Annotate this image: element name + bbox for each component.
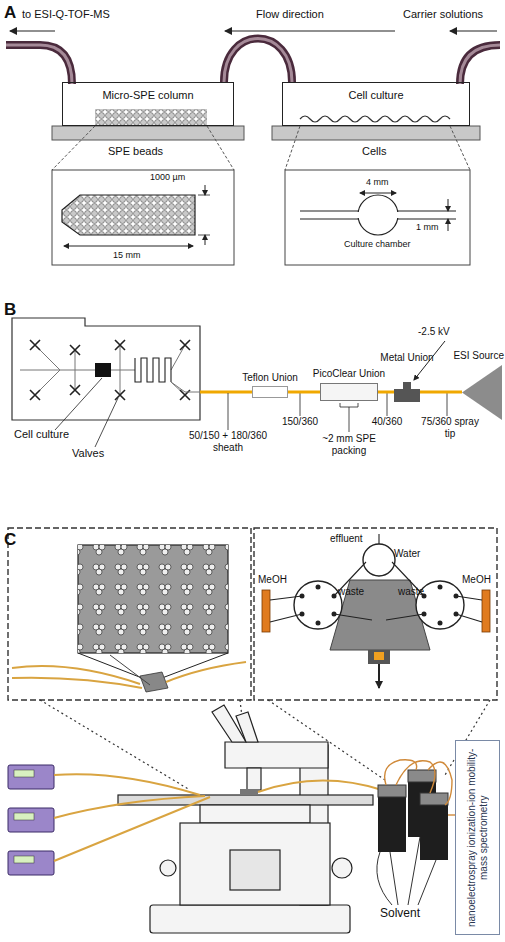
dimension-label: 150/360 [275,416,325,428]
ms-instrument-box: nanoelectrospray ionization-ion mobility… [455,740,500,935]
node-label: nanoelectrospray ionization-ion mobility… [466,741,490,934]
flow-label: Flow direction [256,8,324,21]
outlet-label: to ESI-Q-TOF-MS [22,8,110,21]
dimension-label: 15 mm [113,250,141,260]
port-label: waste [398,586,424,598]
tubing-connector [224,39,292,83]
port-label: waste [338,586,364,598]
capillary-connector [420,392,462,393]
capillary-connector [378,392,394,393]
port-label: effluent [330,533,363,545]
voltage-label: -2.5 kV [418,326,450,338]
port-label: MeOH [462,574,491,586]
dimension-label: 40/360 [367,416,407,428]
dimension-label: ~2 mm SPE packing [318,433,380,456]
tubing-outer [224,39,292,83]
port-label: MeOH [258,574,287,586]
node-label: PicoClear Union [313,368,385,379]
spe-column-box: Micro-SPE column [62,82,234,126]
inset-label: SPE beads [108,145,163,158]
part-label: Cell culture [14,428,69,441]
node-label: Teflon Union [242,372,298,383]
dimension-label: 4 mm [366,177,389,187]
node-label: Cell culture [283,89,469,101]
capillary-line [420,391,462,394]
panel-letter: A [4,3,16,23]
union-symbol [394,382,420,402]
teflon-union: Teflon Union [252,386,288,398]
esi-source: ESI Source [462,365,502,420]
node-label: Micro-SPE column [63,89,233,101]
dimension-label: 1 mm [416,222,439,232]
panel-letter: C [4,530,16,550]
inlet-label: Carrier solutions [403,8,483,21]
panel-letter: B [4,300,16,320]
capillary-connector [288,392,320,393]
tubing-inner [224,39,292,83]
metal-union: Metal Union [394,382,420,402]
dimension-label: 1000 µm [150,172,185,182]
dimension-label: 50/150 + 180/360 sheath [180,430,276,453]
capillary-line [378,391,394,394]
capillary-line [288,391,320,394]
part-label: Solvent [380,907,420,921]
picoclear-union: PicoClear Union [320,383,378,401]
dimension-label: 75/360 spray tip [420,416,480,439]
inset-label: Cells [362,145,386,158]
port-label: Water [394,548,420,560]
cell-culture-box: Cell culture [282,82,470,126]
part-label: Culture chamber [344,239,411,249]
node-label: Metal Union [380,352,433,363]
source-symbol [462,365,502,420]
node-label: ESI Source [453,350,504,361]
part-label: Valves [72,447,104,460]
